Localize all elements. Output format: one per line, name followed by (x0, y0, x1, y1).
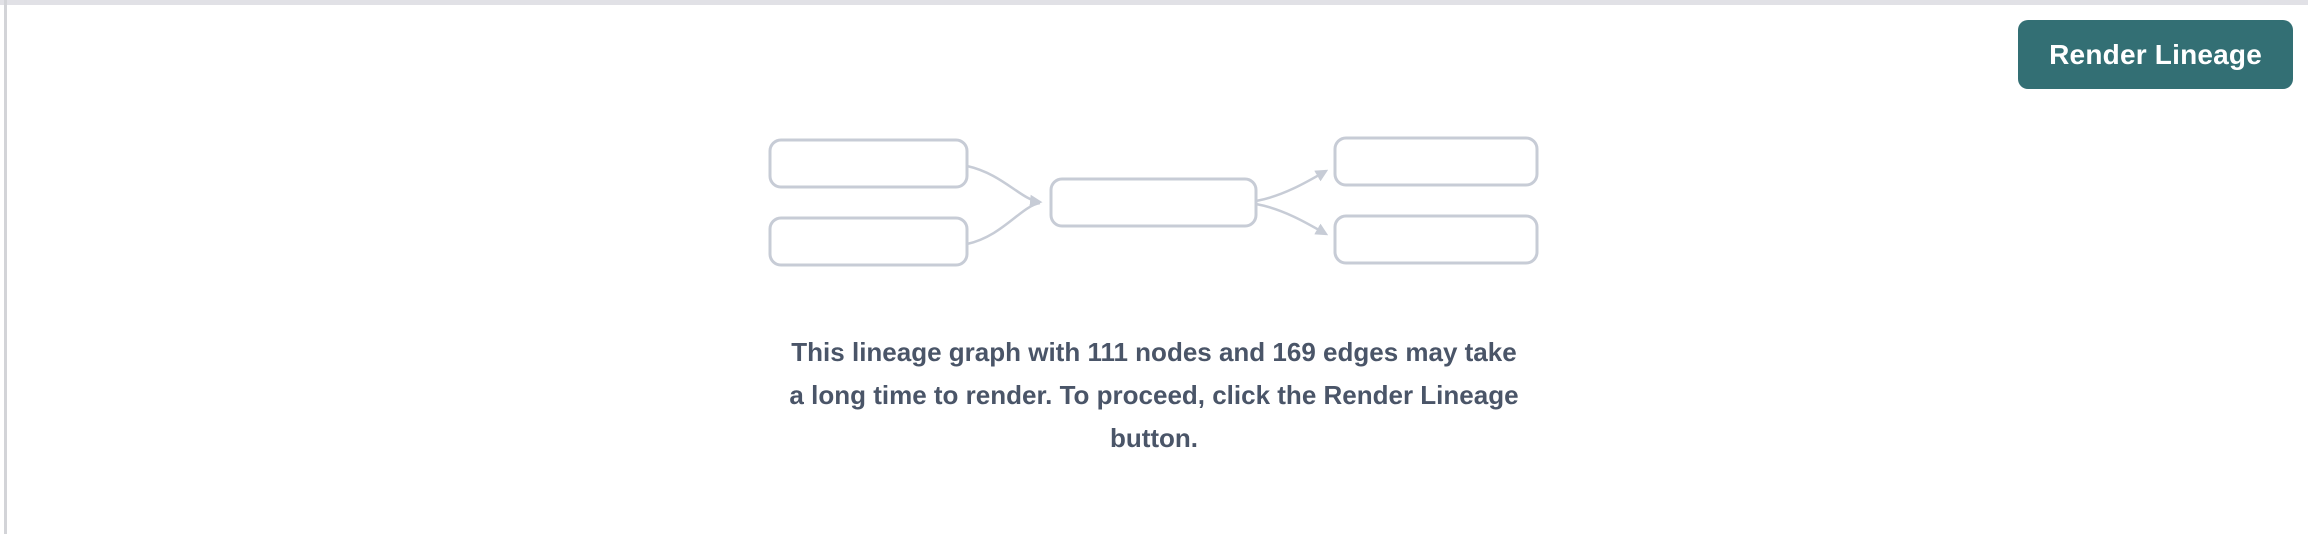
lineage-node-box-left-bottom (768, 216, 969, 267)
message-line: a long time to render. To proceed, click… (789, 380, 1519, 410)
message-line: button. (1109, 423, 1199, 453)
lineage-node-box-left-top (768, 138, 969, 189)
lineage-node-box-right-bottom (1333, 214, 1539, 265)
lineage-node-box-center (1049, 177, 1258, 228)
panel-top-border (0, 0, 2308, 5)
lineage-edge-left-top (966, 164, 1043, 208)
lineage-edge-right-top (1255, 169, 1329, 203)
lineage-edge-right-bottom (1255, 202, 1329, 236)
lineage-node-box-right-top (1333, 136, 1539, 187)
lineage-edge-left-bottom (966, 201, 1041, 246)
lineage-placeholder-illustration (768, 136, 1539, 267)
lineage-warning-message: This lineage graph with 111 nodes and 16… (789, 331, 1518, 460)
panel-left-border (4, 0, 7, 534)
message-line: This lineage graph with 111 nodes and 16… (791, 337, 1517, 367)
lineage-placeholder: This lineage graph with 111 nodes and 16… (759, 130, 1549, 460)
render-lineage-button[interactable]: Render Lineage (2018, 20, 2293, 89)
